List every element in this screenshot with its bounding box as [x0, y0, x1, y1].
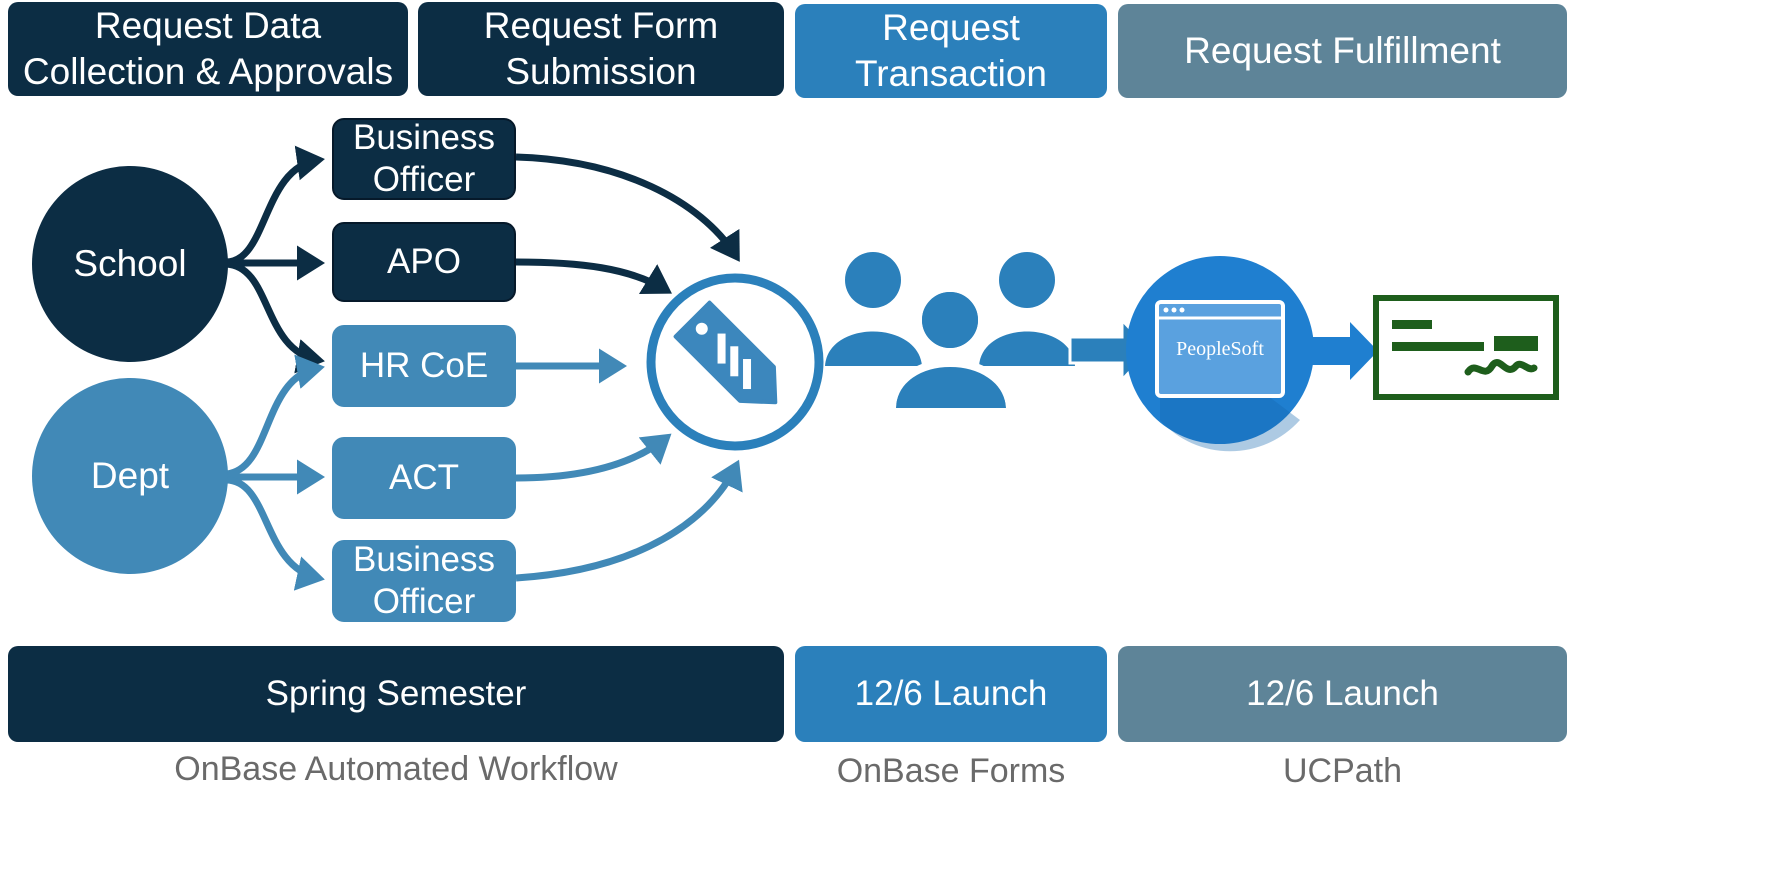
- timeline-spring: Spring Semester: [8, 646, 784, 742]
- connector-act-tag: [515, 433, 672, 482]
- caption-ucpath: UCPath: [1282, 752, 1403, 790]
- connector-school-hr-coe: [225, 260, 325, 374]
- tag-icon: [646, 273, 824, 451]
- connector-dept-hr-coe: [225, 354, 325, 478]
- connector-apo-tag: [515, 258, 672, 294]
- connector-business-officer2-tag: [515, 459, 743, 582]
- people-group-icon: [825, 252, 1075, 412]
- connector-business-officer-tag: [515, 153, 740, 262]
- phase-fulfillment: Request Fulfillment: [1118, 4, 1567, 98]
- timeline-launch-forms: 12/6 Launch: [795, 646, 1107, 742]
- connector-school-business-officer: [225, 145, 325, 266]
- phase-collection: Request Data Collection & Approvals: [8, 2, 408, 96]
- connector-dept-business-officer: [225, 476, 325, 591]
- approver-hr-coe: HR CoE: [332, 325, 516, 407]
- caption-forms: OnBase Forms: [836, 752, 1066, 790]
- approver-act: ACT: [332, 437, 516, 519]
- check-icon: [1373, 295, 1559, 400]
- peoplesoft-label: PeopleSoft: [1176, 338, 1264, 360]
- approver-business-officer: Business Officer: [332, 118, 516, 200]
- phase-transaction: Request Transaction: [795, 4, 1107, 98]
- approver-business-officer-2: Business Officer: [332, 540, 516, 622]
- approver-apo: APO: [332, 222, 516, 302]
- arrow-right-icon-2: [1312, 322, 1378, 380]
- peoplesoft-window-icon: [1126, 256, 1314, 452]
- caption-workflow: OnBase Automated Workflow: [174, 750, 618, 788]
- timeline-launch-ucpath: 12/6 Launch: [1118, 646, 1567, 742]
- school-node: School: [32, 166, 228, 362]
- dept-node: Dept: [32, 378, 228, 574]
- phase-submission: Request Form Submission: [418, 2, 784, 96]
